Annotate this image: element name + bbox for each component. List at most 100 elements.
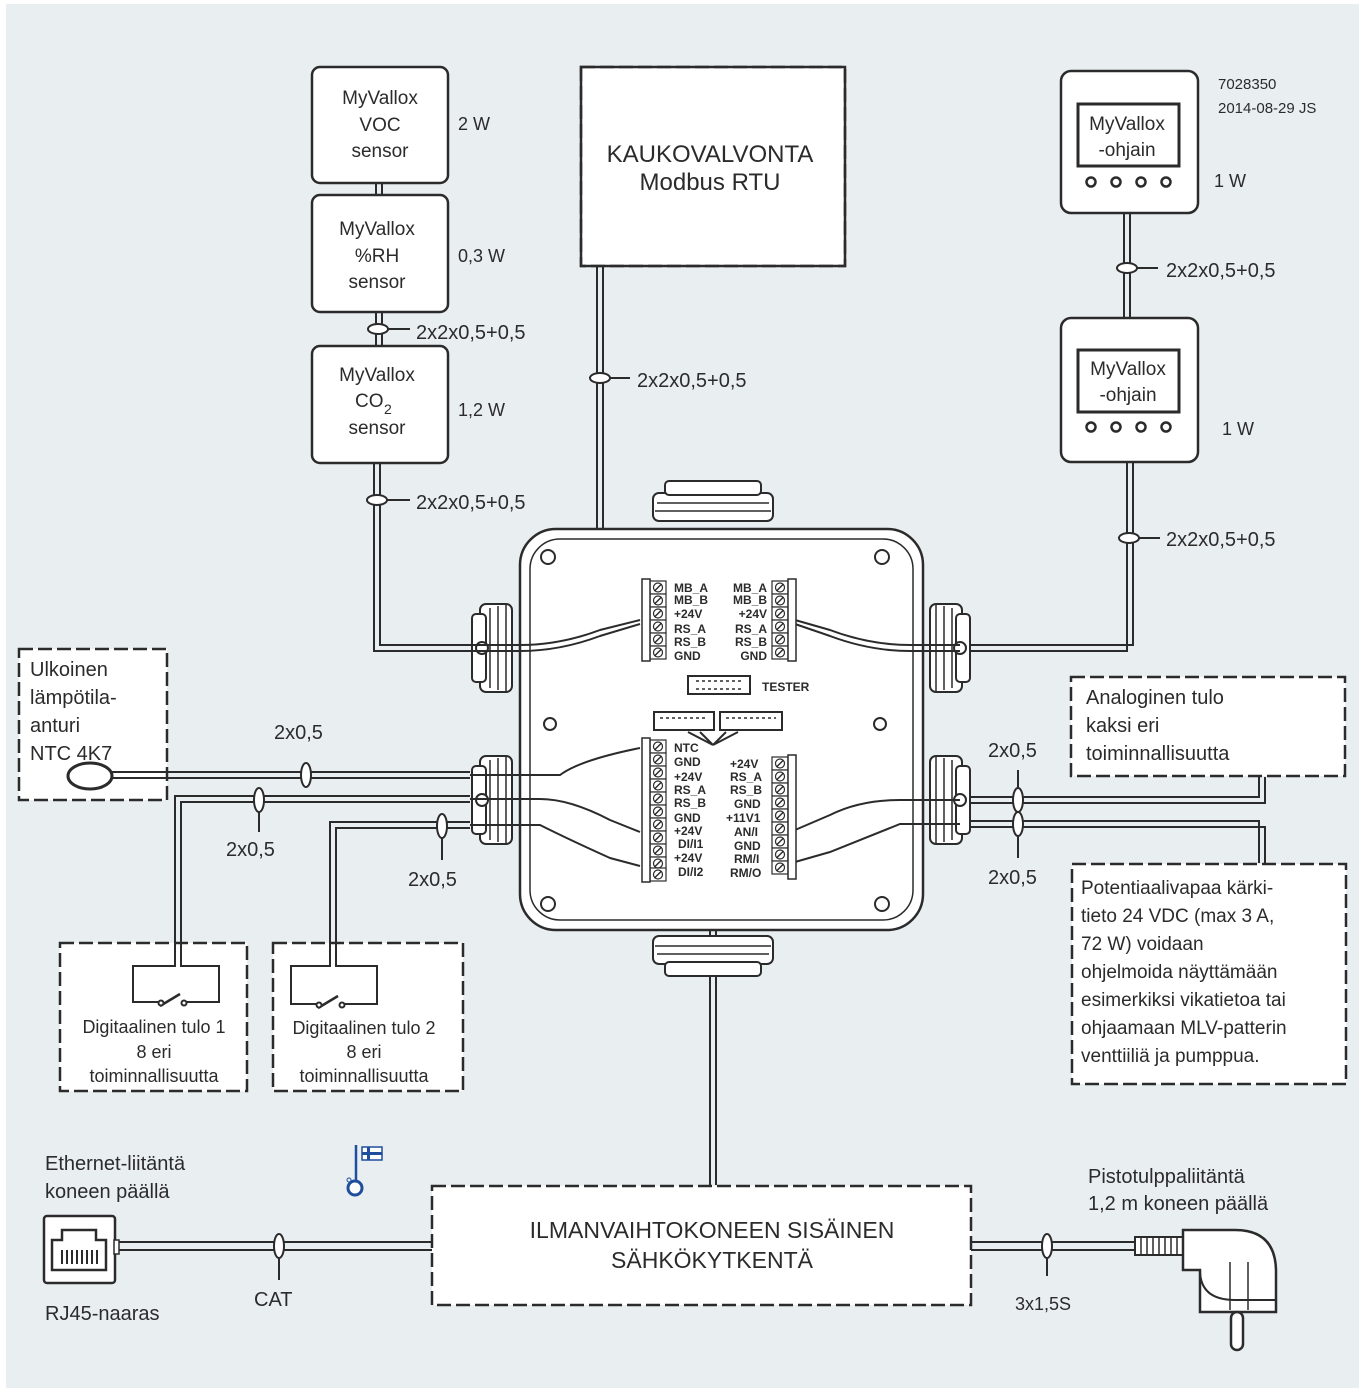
svg-text:MyVallox: MyVallox — [342, 88, 418, 109]
svg-text:2x2x0,5+0,5: 2x2x0,5+0,5 — [416, 322, 526, 344]
svg-text:GND: GND — [674, 649, 701, 663]
svg-text:+24V: +24V — [674, 770, 702, 784]
svg-text:ohjelmoida näyttämään: ohjelmoida näyttämään — [1081, 962, 1277, 983]
finnish-key-icon — [346, 1145, 383, 1197]
svg-text:2x2x0,5+0,5: 2x2x0,5+0,5 — [1166, 529, 1276, 551]
svg-text:+24V: +24V — [730, 757, 758, 771]
ethernet-label-line1: Ethernet-liitäntä — [45, 1153, 186, 1175]
rh-sensor: MyVallox %RH sensor — [310, 193, 450, 314]
outdoor-sensor-box: Ulkoinen lämpötila- anturi NTC 4K7 — [17, 647, 169, 802]
svg-text:lämpötila-: lämpötila- — [30, 687, 117, 709]
svg-text:GND: GND — [734, 839, 761, 853]
terminal-labels-top-right: MB_A MB_B +24V RS_A RS_B GND — [733, 581, 767, 663]
svg-text:RM/I: RM/I — [734, 852, 759, 866]
co2-sensor: MyVallox CO 2 sensor — [310, 344, 450, 465]
plug-label-line2: 1,2 m koneen päällä — [1088, 1193, 1269, 1215]
rj45-label: RJ45-naaras — [45, 1303, 160, 1325]
svg-text:NTC: NTC — [674, 741, 699, 755]
svg-text:Potentiaalivapaa kärki-: Potentiaalivapaa kärki- — [1081, 878, 1273, 899]
svg-text:+24V: +24V — [674, 851, 702, 865]
svg-text:+24V: +24V — [674, 607, 702, 621]
svg-text:Digitaalinen tulo 2: Digitaalinen tulo 2 — [292, 1018, 435, 1038]
svg-text:MB_B: MB_B — [674, 593, 708, 607]
terminal-labels-bottom-left: NTC GND +24V RS_A RS_B GND +24V DI/I1 +2… — [674, 741, 706, 879]
svg-text:+24V: +24V — [739, 607, 767, 621]
svg-text:CAT: CAT — [254, 1289, 293, 1311]
cable-clip-analog: 2x0,5 — [988, 740, 1037, 813]
controller-bottom-power: 1 W — [1222, 419, 1254, 439]
svg-text:sensor: sensor — [351, 141, 409, 162]
relay-info-box: Potentiaalivapaa kärki- tieto 24 VDC (ma… — [1070, 862, 1348, 1086]
svg-text:MB_B: MB_B — [733, 593, 767, 607]
co2-label: CO — [355, 391, 384, 412]
svg-text:KAUKOVALVONTA: KAUKOVALVONTA — [607, 141, 814, 168]
svg-text:+24V: +24V — [674, 824, 702, 838]
svg-text:8 eri: 8 eri — [346, 1042, 381, 1062]
co2-power: 1,2 W — [458, 400, 505, 420]
cable-clip-controllers: 2x2x0,5+0,5 — [1116, 260, 1276, 282]
document-number: 7028350 — [1218, 76, 1276, 93]
document-date: 2014-08-29 JS — [1218, 100, 1316, 117]
digital-input-2-box: Digitaalinen tulo 2 8 eri toiminnallisuu… — [271, 941, 465, 1093]
svg-text:-ohjain: -ohjain — [1098, 140, 1155, 161]
svg-text:RS_A: RS_A — [735, 622, 767, 636]
cable-clip-relay: 2x0,5 — [988, 811, 1037, 889]
svg-text:toiminnallisuutta: toiminnallisuutta — [299, 1066, 429, 1086]
terminal-strip-top-right — [771, 578, 797, 662]
power-plug-icon — [1134, 1228, 1278, 1352]
cable-clip-cat: CAT — [254, 1233, 293, 1311]
svg-text:ILMANVAIHTOKONEEN SISÄINEN: ILMANVAIHTOKONEEN SISÄINEN — [530, 1217, 895, 1243]
tester-label: TESTER — [762, 680, 810, 694]
svg-text:+11V1: +11V1 — [726, 811, 761, 825]
svg-text:sensor: sensor — [348, 418, 406, 439]
remote-monitoring-box: KAUKOVALVONTA Modbus RTU — [579, 65, 847, 268]
svg-text:RS_A: RS_A — [674, 622, 706, 636]
cable-clip-rh-co2: 2x2x0,5+0,5 — [367, 322, 526, 344]
svg-text:MyVallox: MyVallox — [1089, 114, 1165, 135]
svg-text:esimerkiksi vikatietoa tai: esimerkiksi vikatietoa tai — [1081, 990, 1286, 1011]
svg-text:RS_B: RS_B — [674, 796, 706, 810]
plug-label-line1: Pistotulppaliitäntä — [1088, 1166, 1246, 1188]
cable-clip-power: 3x1,5S — [1015, 1233, 1071, 1314]
svg-text:NTC 4K7: NTC 4K7 — [30, 743, 112, 765]
svg-text:MyVallox: MyVallox — [339, 365, 415, 386]
svg-text:AN/I: AN/I — [734, 825, 758, 839]
rh-power: 0,3 W — [458, 246, 505, 266]
svg-text:GND: GND — [734, 797, 761, 811]
voc-sensor: MyVallox VOC sensor — [310, 65, 450, 185]
svg-text:72 W) voidaan: 72 W) voidaan — [1081, 934, 1204, 955]
svg-text:RS_B: RS_B — [730, 783, 762, 797]
ethernet-label-line2: koneen päällä — [45, 1181, 170, 1203]
svg-text:kaksi eri: kaksi eri — [1086, 715, 1159, 737]
svg-text:%RH: %RH — [355, 246, 399, 267]
svg-text:Analoginen tulo: Analoginen tulo — [1086, 687, 1224, 709]
svg-text:RS_B: RS_B — [674, 635, 706, 649]
cable-clip-remote: 2x2x0,5+0,5 — [589, 370, 747, 392]
svg-text:VOC: VOC — [359, 115, 400, 136]
internal-wiring-box: ILMANVAIHTOKONEEN SISÄINEN SÄHKÖKYTKENTÄ — [430, 1184, 973, 1307]
junction-box: TESTER MB_A MB_B +24V RS_A RS_B GND MB_A… — [470, 480, 971, 977]
svg-text:sensor: sensor — [348, 272, 406, 293]
svg-text:-ohjain: -ohjain — [1099, 385, 1156, 406]
voc-power: 2 W — [458, 114, 490, 134]
svg-text:MB_A: MB_A — [733, 581, 767, 595]
svg-text:2x0,5: 2x0,5 — [988, 740, 1037, 762]
svg-text:toiminnallisuutta: toiminnallisuutta — [89, 1066, 219, 1086]
terminal-strip-bottom-right — [771, 754, 797, 880]
svg-text:Modbus RTU: Modbus RTU — [640, 169, 781, 196]
svg-text:RS_A: RS_A — [730, 770, 762, 784]
cable-clip-di1: 2x0,5 — [226, 787, 275, 861]
svg-text:2x0,5: 2x0,5 — [988, 867, 1037, 889]
analog-input-box: Analoginen tulo kaksi eri toiminnallisuu… — [1069, 675, 1347, 778]
terminal-labels-bottom-right: +24V RS_A RS_B GND +11V1 AN/I GND RM/I R… — [726, 757, 762, 880]
svg-text:2x0,5: 2x0,5 — [226, 839, 275, 861]
svg-text:ohjaamaan MLV-patterin: ohjaamaan MLV-patterin — [1081, 1018, 1287, 1039]
svg-text:DI/I1: DI/I1 — [678, 837, 704, 851]
svg-text:RS_A: RS_A — [674, 783, 706, 797]
digital-input-1-box: Digitaalinen tulo 1 8 eri toiminnallisuu… — [58, 941, 249, 1093]
cable-clip-di2: 2x0,5 — [408, 813, 457, 891]
terminal-strip-top-left — [641, 578, 667, 662]
svg-text:MyVallox: MyVallox — [339, 219, 415, 240]
controller-bottom: MyVallox -ohjain — [1059, 316, 1200, 464]
